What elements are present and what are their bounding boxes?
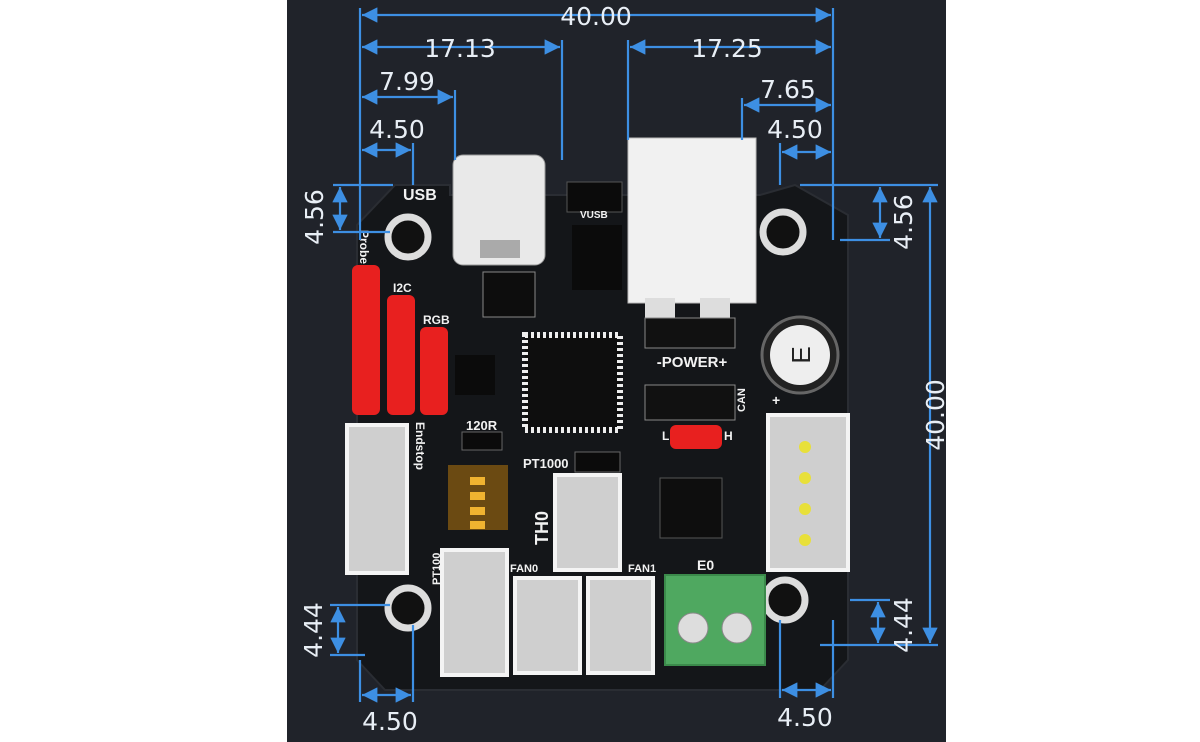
dim-power-right: 7.65: [760, 75, 816, 104]
red-pin-headers: [352, 265, 722, 449]
pt1000-jumper: [574, 451, 621, 473]
terminal-screw: [677, 612, 709, 644]
mounting-hole: [384, 584, 432, 632]
dim-hole-top-left-y: 4.56: [300, 189, 329, 245]
th0-connector: [553, 473, 622, 572]
120r-label: 120R: [466, 418, 498, 433]
endstop-label: Endstop: [413, 422, 427, 470]
can-jumper: [670, 425, 722, 449]
dim-hole-top-left-x: 4.50: [369, 115, 425, 144]
rgb-label: RGB: [423, 313, 450, 327]
th0-label: TH0: [532, 511, 552, 545]
dim-hole-bottom-right-x: 4.50: [777, 703, 833, 732]
pt100-connector: [440, 548, 509, 677]
fan0-connector: [513, 576, 582, 675]
driver-chip: [659, 477, 723, 539]
dim-hole-bottom-left-y: 4.44: [299, 602, 328, 658]
jst-connectors: [345, 413, 850, 677]
120r-jumper: [461, 431, 503, 451]
dim-usb-offset: 17.13: [424, 34, 496, 63]
power-connector: [627, 137, 757, 349]
mcu-chip: [522, 332, 623, 433]
dim-hole-top-right-y: 4.56: [889, 194, 918, 250]
capacitor-top: [770, 325, 830, 385]
fan0-label: FAN0: [510, 563, 538, 575]
can-l-label: L: [662, 429, 669, 443]
fan1-connector: [586, 576, 655, 675]
pt1000-label: PT1000: [523, 456, 569, 471]
vusb-jumper: [566, 181, 623, 213]
can-port-connector: [766, 413, 850, 572]
terminal-screw: [721, 612, 753, 644]
dim-usb-left: 7.99: [379, 67, 435, 96]
capacitor-label: E: [786, 346, 816, 363]
can-label: CAN: [736, 388, 748, 412]
can-connector: [644, 384, 736, 421]
dim-overall-width: 40.00: [560, 2, 632, 31]
mounting-hole: [384, 213, 432, 261]
dimension-lines: [330, 7, 938, 703]
dim-power-offset: 17.25: [691, 34, 763, 63]
regulator-chip: [572, 225, 622, 290]
dim-overall-height: 40.00: [921, 379, 950, 451]
mounting-hole: [761, 576, 809, 624]
can-h-label: H: [724, 429, 733, 443]
usb-c-port: [452, 154, 546, 318]
i2c-label: I2C: [393, 281, 412, 295]
usb-label: USB: [403, 187, 437, 204]
dim-hole-bottom-left-x: 4.50: [362, 707, 418, 736]
dim-hole-bottom-right-y: 4.44: [889, 597, 918, 653]
endstop-connector: [345, 423, 409, 575]
dim-hole-top-right-x: 4.50: [767, 115, 823, 144]
e0-label: E0: [697, 557, 714, 573]
power-label: -POWER+: [657, 354, 728, 371]
plus-label: +: [772, 392, 780, 408]
vusb-label: VUSB: [580, 210, 608, 221]
mounting-hole: [759, 208, 807, 256]
fan1-label: FAN1: [628, 563, 656, 575]
ic-chip: [455, 355, 495, 395]
pt100-label: PT100: [431, 553, 443, 585]
